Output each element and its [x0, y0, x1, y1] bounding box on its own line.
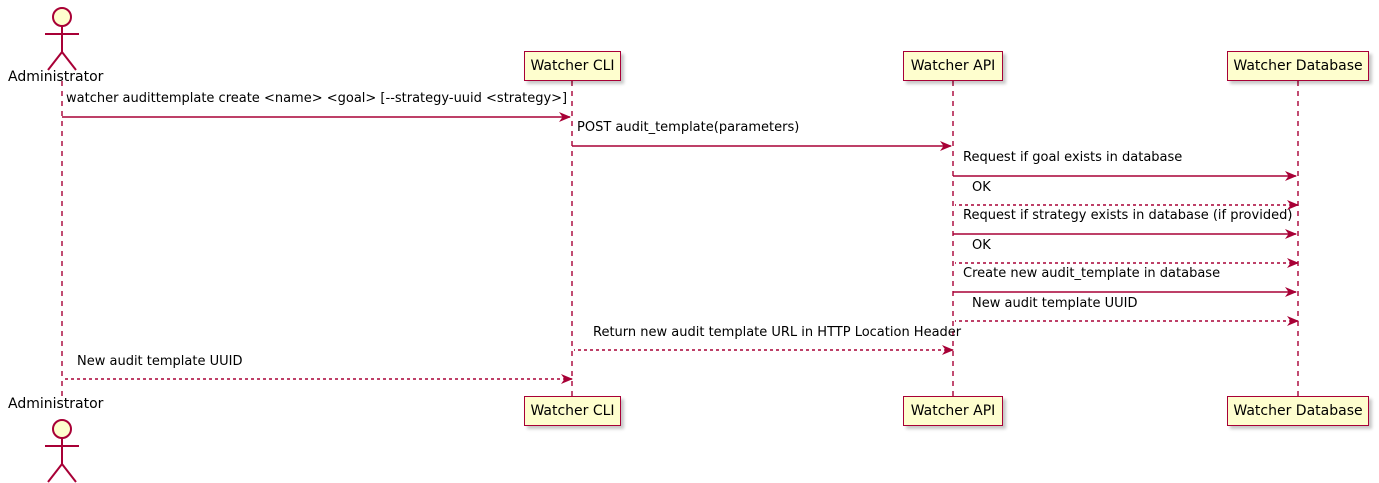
actor-figure-administrator-bottom: [45, 419, 79, 483]
participant-label-watcher-cli-bottom: Watcher CLI: [530, 403, 615, 419]
actor-leg-right-administrator-bottom: [61, 463, 77, 483]
message-label-4: OK: [972, 180, 991, 195]
participant-label-watcher-api-bottom: Watcher API: [910, 403, 996, 419]
message-label-9: Return new audit template URL in HTTP Lo…: [593, 325, 962, 340]
message-label-6: OK: [972, 238, 991, 253]
message-label-10: New audit template UUID: [77, 354, 243, 369]
message-label-7: Create new audit_template in database: [963, 266, 1221, 281]
message-label-3: Request if goal exists in database: [963, 150, 1183, 165]
participant-box-watcher-database-bottom[interactable]: Watcher Database: [1227, 396, 1369, 426]
participant-label-administrator-top: Administrator: [8, 69, 104, 85]
participant-label-watcher-cli-top: Watcher CLI: [530, 58, 615, 74]
actor-leg-right-administrator-top: [61, 51, 77, 71]
participant-label-administrator-bottom: Administrator: [8, 396, 104, 412]
lifelines-group: [61, 81, 1299, 396]
participant-label-watcher-database-bottom: Watcher Database: [1233, 403, 1363, 419]
message-arrows-group: [62, 112, 1299, 384]
message-label-5: Request if strategy exists in database (…: [963, 208, 1293, 223]
participant-box-watcher-cli-top[interactable]: Watcher CLI: [524, 51, 621, 81]
participant-box-watcher-api-top[interactable]: Watcher API: [903, 51, 1003, 81]
participant-box-watcher-cli-bottom[interactable]: Watcher CLI: [524, 396, 621, 426]
actor-leg-left-administrator-bottom: [47, 463, 63, 483]
participant-box-watcher-database-top[interactable]: Watcher Database: [1227, 51, 1369, 81]
actor-figure-administrator-top: [45, 7, 79, 71]
message-label-8: New audit template UUID: [972, 296, 1138, 311]
actor-figures-group: [45, 7, 79, 483]
participant-box-watcher-api-bottom[interactable]: Watcher API: [903, 396, 1003, 426]
participant-label-watcher-api-top: Watcher API: [910, 58, 996, 74]
actor-leg-left-administrator-top: [47, 51, 63, 71]
participant-label-watcher-database-top: Watcher Database: [1233, 58, 1363, 74]
message-label-1: watcher audittemplate create <name> <goa…: [66, 91, 568, 106]
message-label-2: POST audit_template(parameters): [577, 120, 800, 135]
